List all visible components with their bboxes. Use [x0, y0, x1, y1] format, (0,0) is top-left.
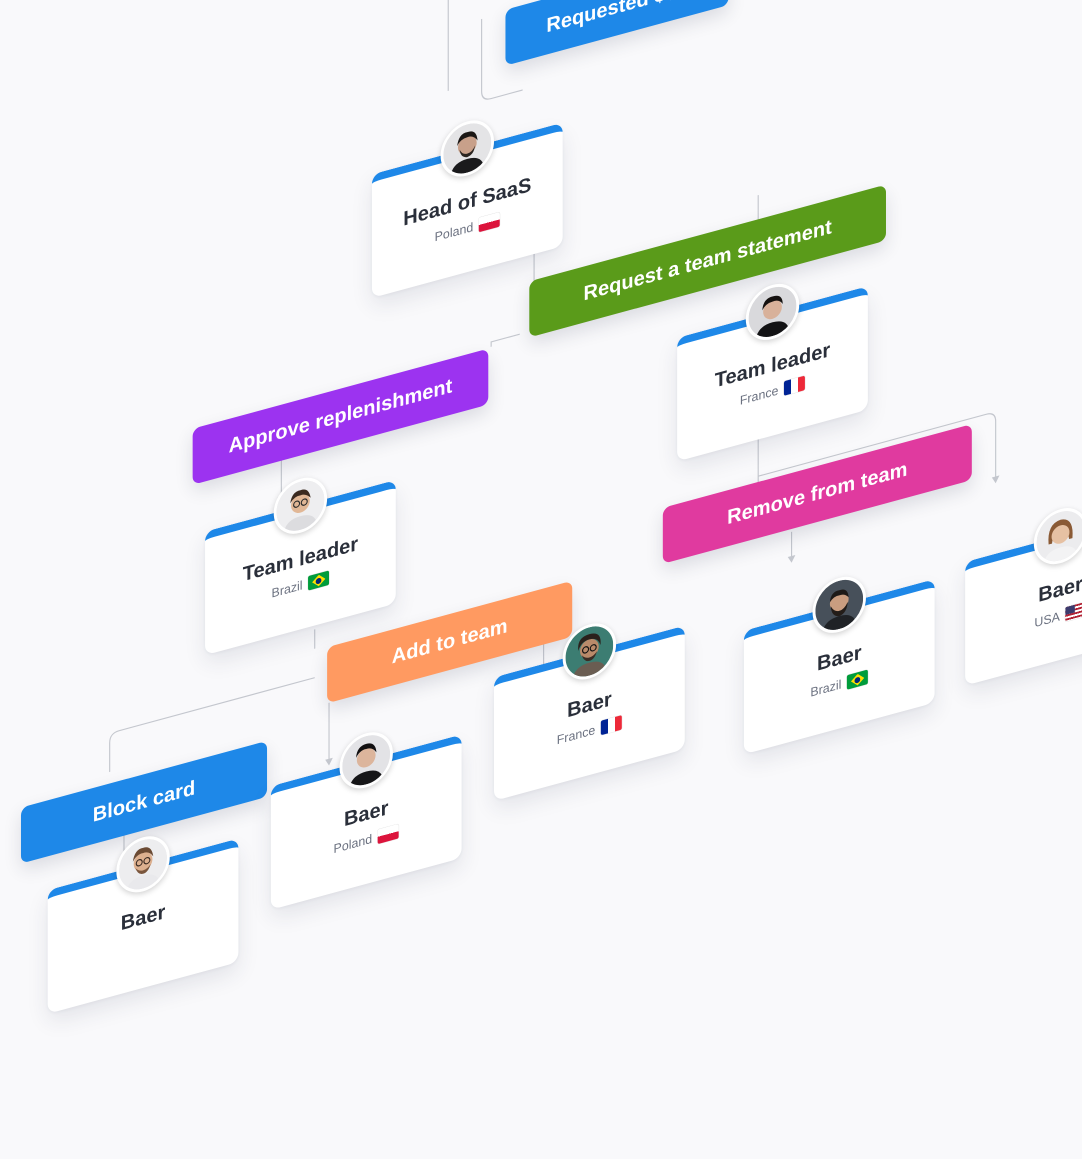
avatar [1033, 501, 1082, 571]
connector-requested-to-head [481, 18, 523, 100]
man-curly-glasses-icon [565, 620, 614, 683]
country-label: USA [1034, 608, 1060, 631]
node-head-of-saas[interactable]: Head of SaaS Poland [371, 114, 563, 298]
arrow-baer-brazil [787, 554, 796, 563]
arrow-baer-poland [325, 757, 333, 766]
man-short-hair-icon [342, 729, 391, 791]
brazil-flag-icon [308, 570, 330, 591]
country-label: Brazil [810, 676, 842, 700]
man-dark-hair-beard-icon [443, 117, 492, 180]
man-glasses-smiling-icon [276, 475, 325, 537]
connector-leader-france-to-usa [758, 413, 997, 479]
node-team-leader-brazil[interactable]: Team leader Brazil [205, 471, 396, 656]
france-flag-icon [784, 375, 806, 396]
usa-flag-icon [1065, 601, 1082, 622]
country-label: France [556, 722, 596, 748]
node-baer-france[interactable]: Baer France [494, 617, 685, 801]
node-title: Baer [120, 900, 166, 936]
action-block-card-label: Block card [92, 776, 196, 827]
avatar [273, 471, 328, 541]
node-baer-brazil[interactable]: Baer Brazil [743, 570, 935, 755]
poland-flag-icon [377, 823, 399, 845]
node-baer-poland[interactable]: Baer Poland [270, 725, 462, 910]
avatar [812, 570, 866, 640]
brazil-flag-icon [847, 669, 869, 690]
connector-head-to-requested [447, 0, 506, 92]
man-beard-icon [815, 574, 864, 636]
avatar [339, 725, 393, 795]
connector-add-to-block [109, 677, 315, 773]
arrow-baer-usa [991, 475, 1000, 484]
node-team-leader-france[interactable]: Team leader France [677, 277, 868, 462]
connector-head-to-approve [490, 333, 520, 347]
man-long-hair-icon [1036, 505, 1082, 567]
avatar [440, 114, 495, 183]
poland-flag-icon [478, 212, 500, 233]
avatar [745, 277, 800, 347]
workflow-diagram: Requested $$$ Head of SaaS Poland Reques… [0, 0, 1082, 849]
node-baer-usa[interactable]: Baer USA [965, 501, 1082, 686]
france-flag-icon [601, 715, 623, 736]
country-label: Brazil [271, 577, 303, 601]
country-label: France [739, 382, 779, 408]
avatar [562, 617, 617, 686]
country-label: Poland [434, 219, 474, 245]
country-label: Poland [333, 831, 373, 857]
man-dark-hair-icon [748, 281, 797, 343]
